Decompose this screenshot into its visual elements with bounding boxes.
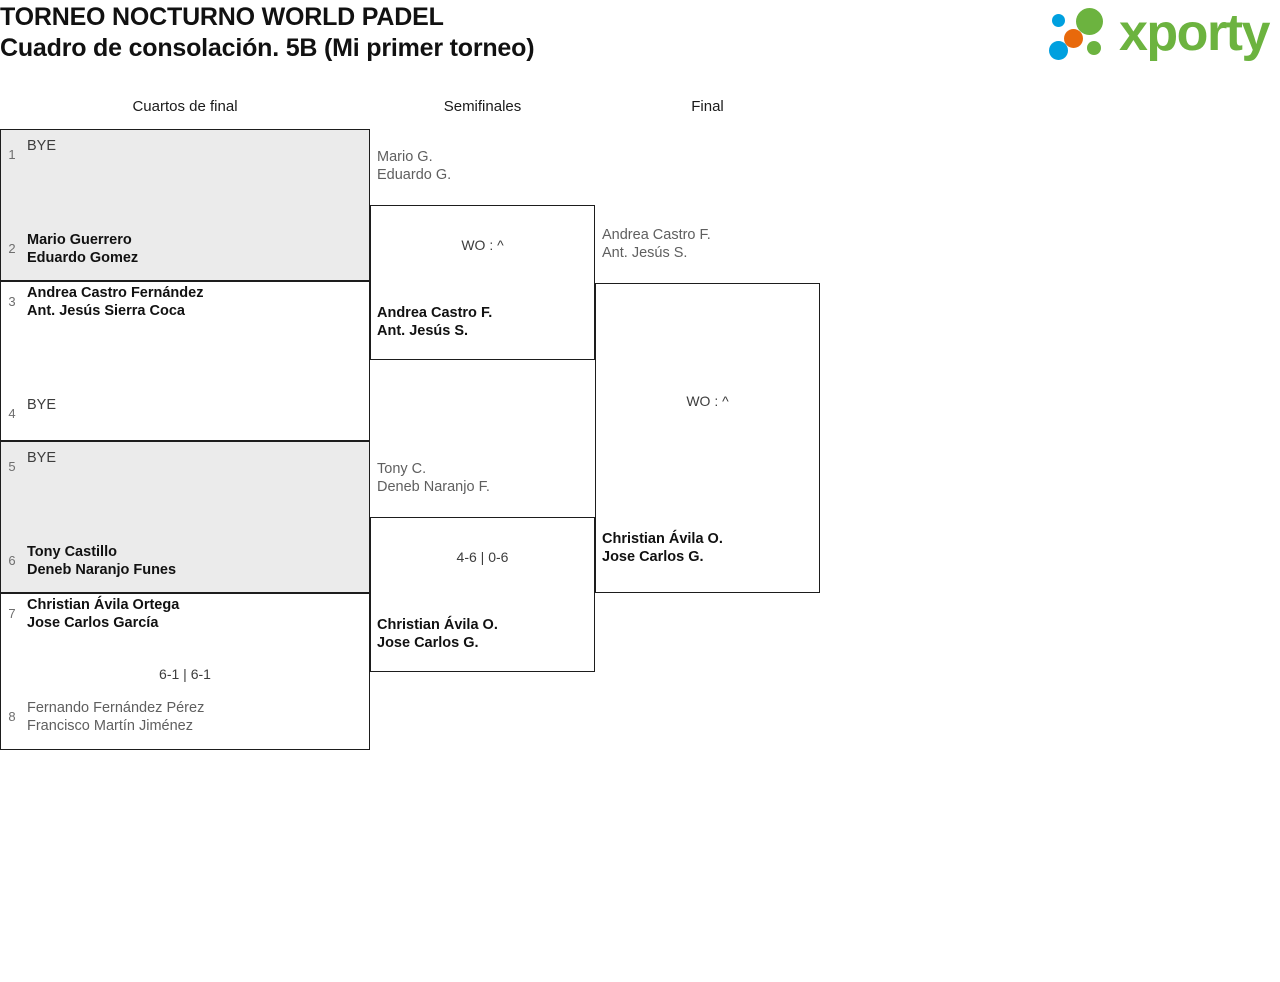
player-line-1: Andrea Castro Fernández xyxy=(27,285,204,301)
player-line-1: Christian Ávila O. xyxy=(377,617,498,633)
final-slot-1[interactable]: Andrea Castro F. Ant. Jesús S. xyxy=(602,226,820,262)
seed-number: 5 xyxy=(8,459,16,474)
player-names: BYE xyxy=(22,449,56,467)
player-names: BYE xyxy=(22,137,56,155)
player-names: Mario Guerrero Eduardo Gomez xyxy=(22,231,138,267)
player-names: Tony Castillo Deneb Naranjo Funes xyxy=(22,543,176,579)
player-line-2: Jose Carlos García xyxy=(27,615,159,631)
quarter-match-4[interactable] xyxy=(0,593,370,750)
player-line-1: BYE xyxy=(27,397,57,413)
player-line-2: Deneb Naranjo F. xyxy=(377,479,490,495)
player-line-2: Eduardo G. xyxy=(377,167,452,183)
quarter-shade-match1 xyxy=(1,130,369,280)
player-line-2: Jose Carlos G. xyxy=(602,549,704,565)
player-line-2: Ant. Jesús Sierra Coca xyxy=(27,303,185,319)
dot-orange xyxy=(1064,29,1083,48)
quarter-slot-7[interactable]: 7 Christian Ávila Ortega Jose Carlos Gar… xyxy=(2,596,368,632)
quarter-match-3[interactable] xyxy=(0,441,370,593)
player-names: Christian Ávila O. Jose Carlos G. xyxy=(602,530,723,566)
semifinal-score-1: WO : ^ xyxy=(461,237,504,253)
quarter-match-2[interactable] xyxy=(0,281,370,441)
round-header-final: Final xyxy=(691,98,724,115)
final-match[interactable] xyxy=(595,283,820,593)
player-names: Mario G. Eduardo G. xyxy=(377,148,451,184)
quarter-shade-match3 xyxy=(1,442,369,592)
semifinal-slot-2[interactable]: Andrea Castro F. Ant. Jesús S. xyxy=(377,304,595,340)
player-line-1: Fernando Fernández Pérez xyxy=(27,700,205,716)
dot-green-large xyxy=(1076,8,1103,35)
page-header: TORNEO NOCTURNO WORLD PADEL Cuadro de co… xyxy=(0,0,1280,80)
semifinal-score-2: 4-6 | 0-6 xyxy=(456,549,509,565)
dot-green-small xyxy=(1087,41,1101,55)
player-line-1: BYE xyxy=(27,138,57,154)
player-names: Christian Ávila O. Jose Carlos G. xyxy=(377,616,498,652)
quarter-slot-1[interactable]: 1 BYE xyxy=(2,137,368,164)
tournament-subtitle: Cuadro de consolación. 5B (Mi primer tor… xyxy=(0,34,535,62)
player-line-1: Tony C. xyxy=(377,461,427,477)
player-line-1: Christian Ávila Ortega xyxy=(27,597,180,613)
quarter-slot-8[interactable]: 8 Fernando Fernández Pérez Francisco Mar… xyxy=(2,699,368,735)
seed-number: 1 xyxy=(8,147,16,162)
player-names: Fernando Fernández Pérez Francisco Martí… xyxy=(22,699,204,735)
player-names: Andrea Castro F. Ant. Jesús S. xyxy=(602,226,711,262)
quarter-slot-4[interactable]: 4 BYE xyxy=(2,396,368,423)
player-line-1: Andrea Castro F. xyxy=(377,305,493,321)
quarter-slot-3[interactable]: 3 Andrea Castro Fernández Ant. Jesús Sie… xyxy=(2,284,368,320)
player-line-2: Ant. Jesús S. xyxy=(602,245,688,261)
semifinal-slot-4[interactable]: Christian Ávila O. Jose Carlos G. xyxy=(377,616,595,652)
semifinal-slot-3[interactable]: Tony C. Deneb Naranjo F. xyxy=(377,460,595,496)
final-slot-2[interactable]: Christian Ávila O. Jose Carlos G. xyxy=(602,530,820,566)
player-line-1: BYE xyxy=(27,450,57,466)
player-line-2: Ant. Jesús S. xyxy=(377,323,469,339)
dot-blue-top xyxy=(1052,14,1065,27)
player-line-1: Christian Ávila O. xyxy=(602,531,723,547)
semifinal-match-2[interactable] xyxy=(370,517,595,672)
player-line-2: Deneb Naranjo Funes xyxy=(27,562,177,578)
player-line-2: Eduardo Gomez xyxy=(27,250,139,266)
player-names: BYE xyxy=(22,396,56,414)
seed-number: 6 xyxy=(8,553,16,568)
seed-number: 8 xyxy=(8,709,16,724)
round-header-quarters: Cuartos de final xyxy=(132,98,238,115)
dot-blue-bottom xyxy=(1049,41,1068,60)
semifinal-slot-1[interactable]: Mario G. Eduardo G. xyxy=(377,148,595,184)
player-line-2: Jose Carlos G. xyxy=(377,635,479,651)
quarter-slot-2[interactable]: 2 Mario Guerrero Eduardo Gomez xyxy=(2,231,368,267)
player-line-1: Mario G. xyxy=(377,149,433,165)
logo-wordmark: xporty xyxy=(1119,4,1270,62)
player-line-1: Mario Guerrero xyxy=(27,232,132,248)
player-names: Christian Ávila Ortega Jose Carlos Garcí… xyxy=(22,596,179,632)
player-names: Tony C. Deneb Naranjo F. xyxy=(377,460,490,496)
tournament-name: TORNEO NOCTURNO WORLD PADEL xyxy=(0,3,444,31)
page-title: TORNEO NOCTURNO WORLD PADEL Cuadro de co… xyxy=(0,2,900,64)
seed-number: 2 xyxy=(8,241,16,256)
quarter-match-1[interactable] xyxy=(0,129,370,281)
quarter-score-4: 6-1 | 6-1 xyxy=(159,666,211,682)
player-line-2: Francisco Martín Jiménez xyxy=(27,718,193,734)
player-line-1: Andrea Castro F. xyxy=(602,227,711,243)
player-names: Andrea Castro Fernández Ant. Jesús Sierr… xyxy=(22,284,203,320)
seed-number: 7 xyxy=(8,606,16,621)
final-score: WO : ^ xyxy=(686,393,729,409)
player-line-1: Tony Castillo xyxy=(27,544,117,560)
quarter-slot-5[interactable]: 5 BYE xyxy=(2,449,368,476)
player-names: Andrea Castro F. Ant. Jesús S. xyxy=(377,304,492,340)
round-header-semifinals: Semifinales xyxy=(443,98,522,115)
seed-number: 4 xyxy=(8,406,16,421)
semifinal-match-1[interactable] xyxy=(370,205,595,360)
quarter-slot-6[interactable]: 6 Tony Castillo Deneb Naranjo Funes xyxy=(2,543,368,579)
xporty-logo[interactable]: xporty xyxy=(1045,4,1280,64)
logo-dots-icon xyxy=(1049,8,1121,60)
seed-number: 3 xyxy=(8,294,16,309)
